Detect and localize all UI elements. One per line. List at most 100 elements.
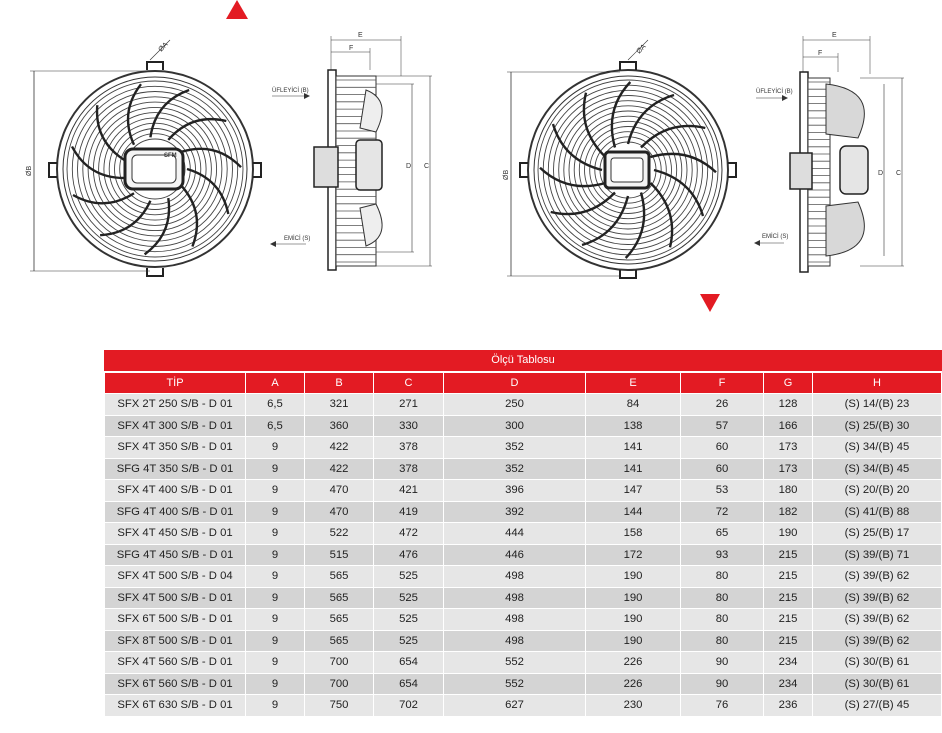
table-cell: 182 xyxy=(763,500,813,523)
table-cell: 352 xyxy=(443,457,586,480)
column-header: TİP xyxy=(104,372,246,394)
cell-type: SFX 4T 300 S/B - D 01 xyxy=(104,414,246,437)
table-cell: 90 xyxy=(680,651,764,674)
cell-type: SFX 6T 500 S/B - D 01 xyxy=(104,608,246,631)
red-up-triangle-icon xyxy=(226,0,248,19)
column-header: D xyxy=(443,372,586,394)
cell-type: SFG 4T 350 S/B - D 01 xyxy=(104,457,246,480)
table-cell: 419 xyxy=(373,500,444,523)
table-cell: (S) 39/(B) 62 xyxy=(812,586,942,609)
cell-type: SFX 6T 560 S/B - D 01 xyxy=(104,672,246,695)
dimension-d-label-2: D xyxy=(878,170,883,177)
column-header: C xyxy=(373,372,444,394)
table-cell: 215 xyxy=(763,629,813,652)
table-cell: 498 xyxy=(443,586,586,609)
table-cell: 750 xyxy=(304,694,374,717)
dimension-b-label-2: ØB xyxy=(503,170,510,180)
table-cell: 360 xyxy=(304,414,374,437)
table-cell: 422 xyxy=(304,436,374,459)
table-cell: 422 xyxy=(304,457,374,480)
label-ufleyici-1: ÜFLEYİCİ (B) xyxy=(272,87,309,94)
table-cell: 421 xyxy=(373,479,444,502)
table-cell: 215 xyxy=(763,586,813,609)
column-header: F xyxy=(680,372,764,394)
column-header: E xyxy=(585,372,681,394)
fan-side-view-2: E F D C ÜFLEYİCİ (B) EMİCİ (S) xyxy=(754,32,904,273)
table-cell: 552 xyxy=(443,672,586,695)
dimension-e-label: E xyxy=(358,32,363,39)
table-cell: 60 xyxy=(680,436,764,459)
table-cell: 215 xyxy=(763,565,813,588)
table-cell: (S) 27/(B) 45 xyxy=(812,694,942,717)
table-cell: 80 xyxy=(680,565,764,588)
table-cell: 173 xyxy=(763,436,813,459)
fan-side-view-1: E F D C ÜFLEYİCİ (B) EMİCİ (S) xyxy=(270,32,432,271)
table-cell: 525 xyxy=(373,608,444,631)
table-cell: 552 xyxy=(443,651,586,674)
table-cell: 321 xyxy=(304,393,374,416)
table-cell: (S) 39/(B) 62 xyxy=(812,629,942,652)
column-header: G xyxy=(763,372,813,394)
table-cell: 236 xyxy=(763,694,813,717)
table-cell: 378 xyxy=(373,457,444,480)
table-cell: 226 xyxy=(585,672,681,695)
table-cell: 565 xyxy=(304,565,374,588)
label-emici-1: EMİCİ (S) xyxy=(284,235,310,242)
table-cell: (S) 34/(B) 45 xyxy=(812,436,942,459)
dimension-e-label-2: E xyxy=(832,32,837,39)
table-cell: 80 xyxy=(680,629,764,652)
table-cell: 9 xyxy=(245,586,305,609)
table-cell: 9 xyxy=(245,608,305,631)
dimension-f-label-2: F xyxy=(818,50,822,57)
table-cell: 190 xyxy=(585,629,681,652)
table-cell: 190 xyxy=(763,522,813,545)
table-cell: (S) 20/(B) 20 xyxy=(812,479,942,502)
table-cell: 525 xyxy=(373,565,444,588)
dimension-c-label: C xyxy=(424,163,429,170)
table-cell: 60 xyxy=(680,457,764,480)
technical-drawings: SFM ØB ØA E F D C ÜFLE xyxy=(26,0,904,312)
table-cell: 9 xyxy=(245,500,305,523)
table-cell: 190 xyxy=(585,586,681,609)
brand-label: SFM xyxy=(164,153,177,159)
dimension-f-label: F xyxy=(349,45,353,52)
table-cell: 234 xyxy=(763,651,813,674)
dimension-a-label: ØA xyxy=(157,41,169,53)
red-down-triangle-icon xyxy=(700,294,720,312)
table-cell: 392 xyxy=(443,500,586,523)
dimension-d-label: D xyxy=(406,163,411,170)
table-cell: 72 xyxy=(680,500,764,523)
label-ufleyici-2: ÜFLEYİCİ (B) xyxy=(756,88,793,95)
dimension-c-label-2: C xyxy=(896,170,901,177)
table-cell: 76 xyxy=(680,694,764,717)
cell-type: SFX 2T 250 S/B - D 01 xyxy=(104,393,246,416)
table-cell: 80 xyxy=(680,608,764,631)
table-cell: 250 xyxy=(443,393,586,416)
table-cell: 9 xyxy=(245,565,305,588)
table-cell: 525 xyxy=(373,629,444,652)
table-cell: (S) 41/(B) 88 xyxy=(812,500,942,523)
table-cell: 654 xyxy=(373,672,444,695)
column-header: A xyxy=(245,372,305,394)
table-cell: 190 xyxy=(585,565,681,588)
table-cell: 141 xyxy=(585,436,681,459)
table-cell: 565 xyxy=(304,586,374,609)
table-cell: 470 xyxy=(304,500,374,523)
table-cell: 141 xyxy=(585,457,681,480)
table-cell: 498 xyxy=(443,565,586,588)
table-cell: 700 xyxy=(304,672,374,695)
table-cell: 476 xyxy=(373,543,444,566)
table-cell: 9 xyxy=(245,672,305,695)
